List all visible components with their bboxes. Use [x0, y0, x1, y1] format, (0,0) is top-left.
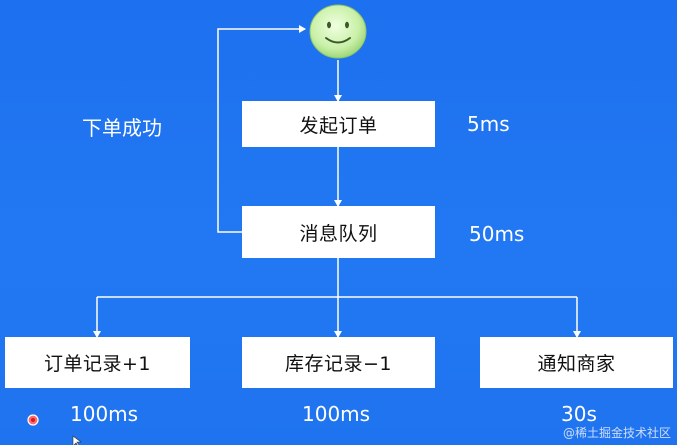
label-order-record-time: 100ms	[70, 402, 139, 426]
smiley-face-icon	[309, 4, 367, 59]
label-notify-merchant-time: 30s	[561, 402, 597, 426]
label-order-success: 下单成功	[82, 116, 162, 140]
node-order-record: 订单记录+1	[5, 337, 190, 388]
node-place-order: 发起订单	[242, 101, 435, 147]
mouse-cursor-icon	[72, 435, 82, 445]
label-queue-time: 50ms	[469, 222, 525, 246]
node-notify-merchant: 通知商家	[480, 337, 673, 388]
label-place-order-time: 5ms	[467, 112, 510, 136]
node-notify-merchant-label: 通知商家	[537, 353, 616, 375]
node-message-queue-label: 消息队列	[299, 222, 378, 245]
label-inventory-record-time: 100ms	[302, 402, 371, 426]
arrow-queue-to-smiley	[217, 25, 306, 233]
node-message-queue: 消息队列	[242, 206, 435, 258]
watermark-text: @稀土掘金技术社区	[562, 426, 671, 440]
node-order-record-label: 订单记录+1	[43, 353, 151, 375]
node-inventory-record-label: 库存记录−1	[284, 353, 392, 375]
pointer-dot-icon	[27, 414, 39, 426]
node-inventory-record: 库存记录−1	[242, 337, 435, 388]
node-place-order-label: 发起订单	[299, 114, 378, 137]
